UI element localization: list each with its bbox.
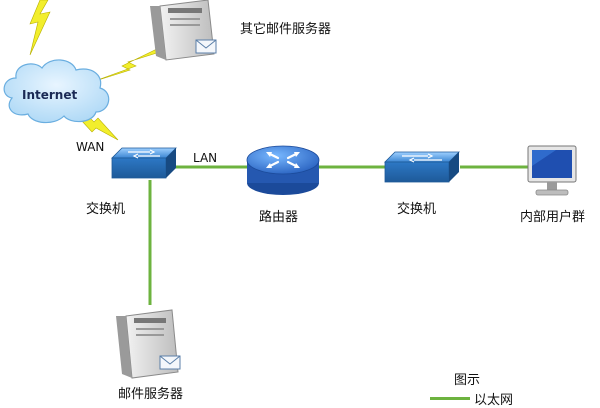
ethernet-links (148, 165, 528, 305)
lightning-bolt-top (29, 0, 51, 56)
mail-server-icon (116, 309, 181, 379)
switch-left-label: 交换机 (86, 202, 126, 217)
legend-title: 图示 (454, 373, 481, 388)
internal-users-label: 内部用户群 (520, 210, 586, 225)
lightning-bolt-server (91, 44, 166, 83)
wan-label: WAN (76, 140, 105, 154)
other-mail-server-icon (150, 0, 217, 61)
switch-left-icon (111, 147, 177, 179)
monitor-icon (527, 145, 577, 196)
internet-cloud (3, 59, 110, 124)
other-mail-servers-label: 其它邮件服务器 (240, 22, 332, 37)
router-label: 路由器 (259, 210, 299, 225)
switch-right-label: 交换机 (397, 202, 437, 217)
switch-right-icon (384, 151, 460, 183)
legend-ethernet-line (430, 397, 470, 400)
internet-label: Internet (22, 88, 78, 102)
router-icon (246, 145, 320, 195)
legend-ethernet-label: 以太网 (474, 393, 514, 408)
mail-server-label: 邮件服务器 (118, 387, 184, 402)
lan-label: LAN (193, 151, 218, 165)
